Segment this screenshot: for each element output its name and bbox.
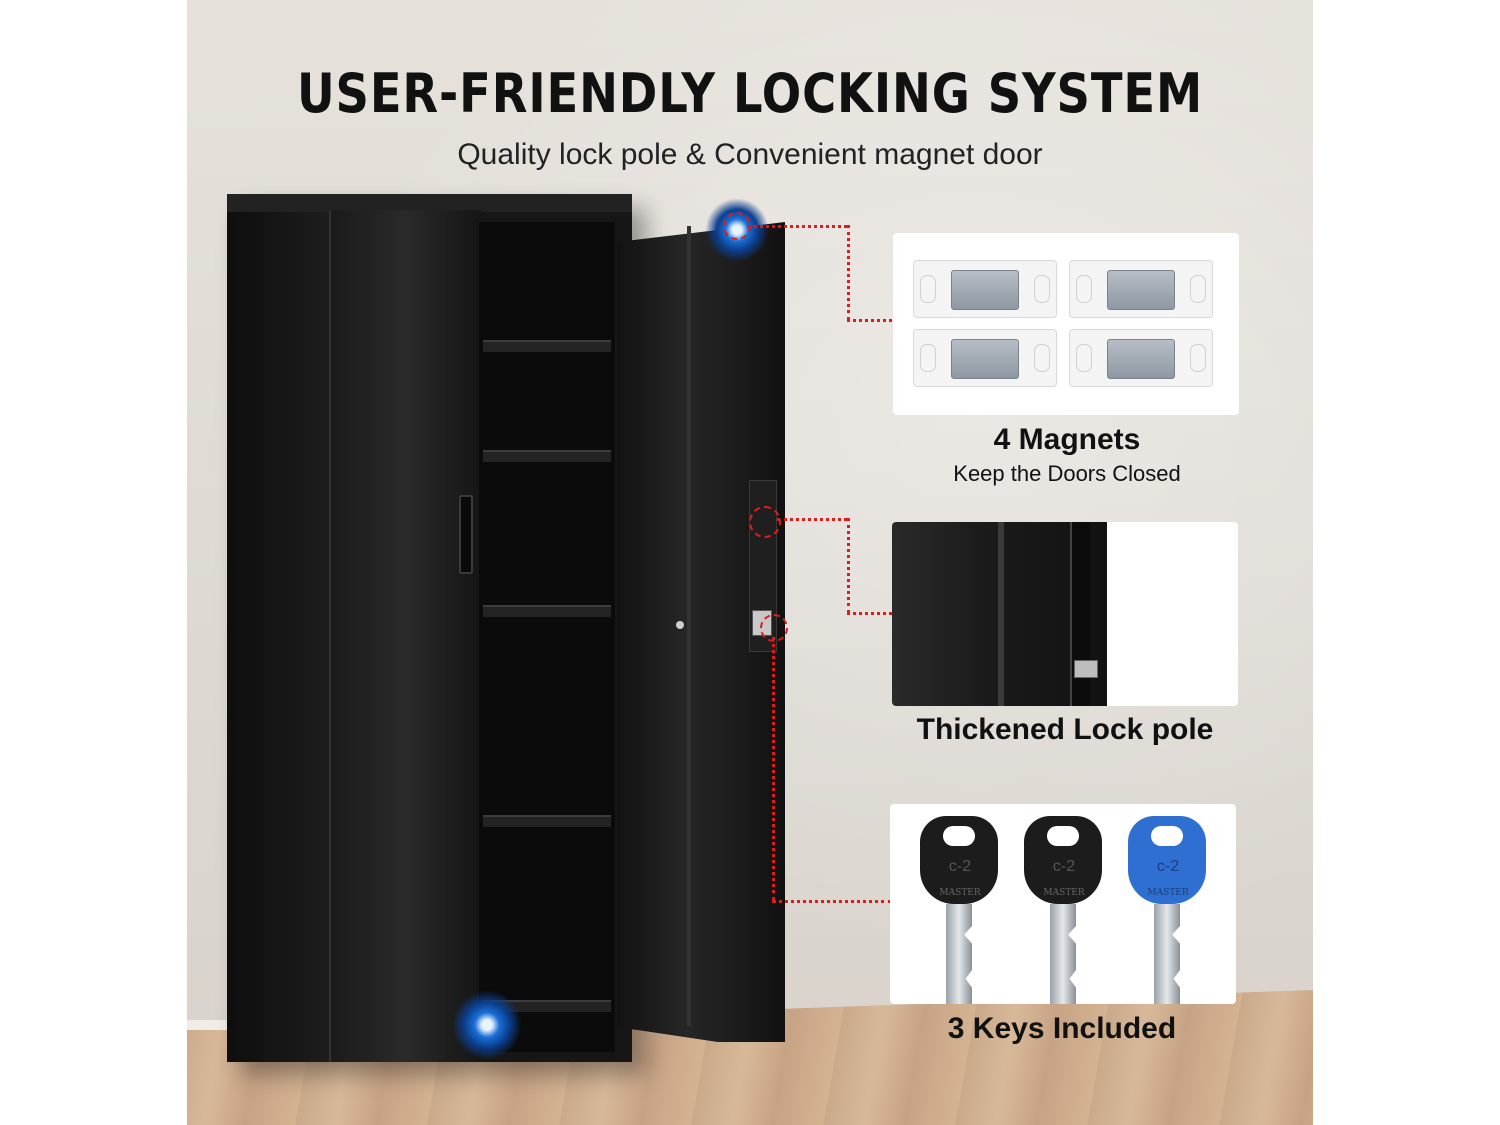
connector-line — [847, 518, 850, 613]
door-handle — [459, 495, 473, 574]
keyhole-icon — [676, 621, 684, 629]
magnet — [951, 339, 1019, 379]
magnet — [1107, 339, 1175, 379]
lock-pole-latch — [1074, 660, 1098, 678]
magnets-title: 4 Magnets — [993, 423, 1141, 456]
shelf — [483, 340, 611, 352]
connector-line — [747, 225, 847, 228]
magnet-plate — [913, 260, 1057, 318]
connector-line — [847, 225, 850, 320]
keys-card: c-2 MASTER c-2 MASTER c-2 MASTER — [890, 804, 1236, 1004]
product-image: USER-FRIENDLY LOCKING SYSTEM Quality loc… — [187, 0, 1313, 1125]
magnets-caption: 4 Magnets Keep the Doors Closed — [887, 423, 1247, 487]
shelf — [483, 815, 611, 827]
magnet-swirl-icon — [452, 990, 522, 1060]
connector-line — [772, 637, 775, 900]
lock-pole-caption: Thickened Lock pole — [885, 713, 1245, 747]
magnets-card — [893, 233, 1239, 415]
magnet-plate — [1069, 260, 1213, 318]
connector-line — [847, 319, 892, 322]
page-title: USER-FRIENDLY LOCKING SYSTEM — [296, 62, 1204, 125]
shelf — [483, 605, 611, 617]
magnet-plate — [913, 329, 1057, 387]
key-black: c-2 MASTER — [912, 816, 1008, 1004]
lock-pole-card — [892, 522, 1238, 706]
connector-line — [777, 518, 847, 521]
left-door — [329, 210, 481, 1062]
magnets-subtitle: Keep the Doors Closed — [953, 461, 1181, 486]
magnet — [1107, 270, 1175, 310]
shelf — [483, 450, 611, 462]
connector-line — [772, 900, 892, 903]
key-black: c-2 MASTER — [1016, 816, 1112, 1004]
connector-line — [847, 612, 892, 615]
page-subtitle: Quality lock pole & Convenient magnet do… — [457, 138, 1043, 171]
magnet-plate — [1069, 329, 1213, 387]
cabinet-interior — [479, 222, 615, 1052]
key-blue: c-2 MASTER — [1120, 816, 1216, 1004]
keys-caption: 3 Keys Included — [882, 1012, 1242, 1046]
keys-title: 3 Keys Included — [947, 1012, 1177, 1045]
magnet — [951, 270, 1019, 310]
door-rib — [687, 226, 691, 1026]
lock-pole — [1070, 522, 1090, 706]
lock-pole-marker — [749, 506, 781, 538]
cabinet-top — [227, 194, 632, 212]
lock-pole-title: Thickened Lock pole — [916, 713, 1214, 746]
cabinet-side — [227, 212, 329, 1062]
